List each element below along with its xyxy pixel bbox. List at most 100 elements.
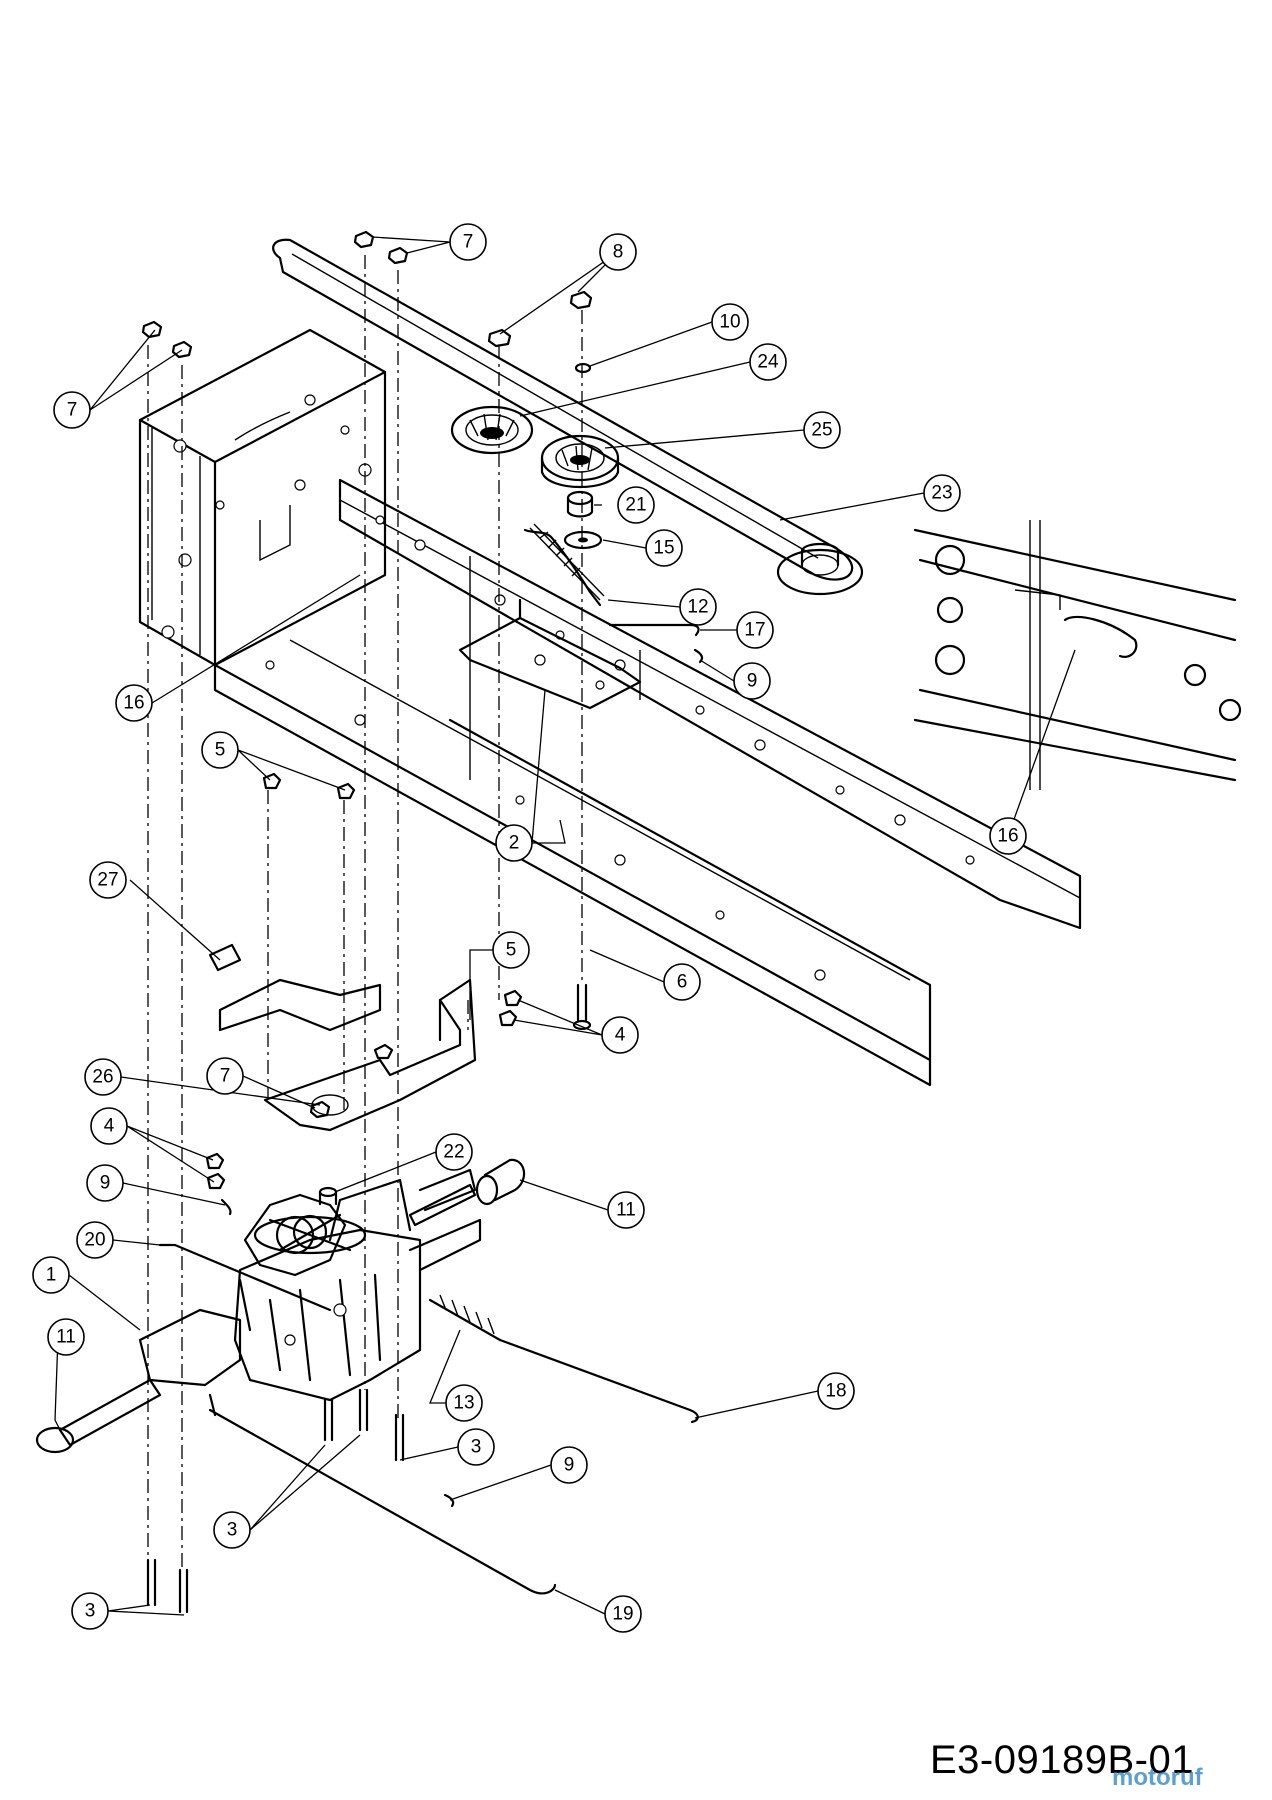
callout-2: 2 [495,824,533,862]
svg-text:6: 6 [677,972,688,993]
fan [243,1193,347,1277]
nut-7-lower [309,1100,331,1119]
callout-26: 26 [84,1058,122,1096]
svg-text:5: 5 [215,740,226,761]
callout-5-upper: 5 [201,731,239,769]
callout-19: 19 [604,1595,642,1633]
nut-7-left [141,320,193,359]
svg-text:25: 25 [811,420,832,441]
transaxle-mount-bracket [263,978,477,1132]
svg-text:16: 16 [997,826,1018,847]
bolt-6 [572,983,592,1031]
svg-text:8: 8 [613,242,624,263]
transaxle-1 [35,1168,482,1454]
svg-text:21: 21 [625,495,646,516]
callout-25: 25 [803,411,841,449]
svg-text:23: 23 [931,483,952,504]
callout-23: 23 [923,474,961,512]
screws-4-left [205,1152,226,1190]
rod-17 [608,623,700,637]
callout-7-top: 7 [449,223,487,261]
callout-7-lower: 7 [206,1057,244,1095]
svg-text:20: 20 [84,1230,105,1251]
svg-text:3: 3 [471,1437,482,1458]
rod-20 [158,1243,332,1312]
callout-4-right: 4 [601,1016,639,1054]
svg-text:3: 3 [85,1601,96,1622]
callout-18: 18 [817,1372,855,1410]
callout-9-upper: 9 [733,662,771,700]
svg-text:9: 9 [564,1455,575,1476]
watermark-logo: motoruf [1112,1764,1203,1791]
nut-8-left [487,328,512,348]
svg-text:24: 24 [757,352,779,373]
tension-spring-12 [523,523,605,607]
svg-text:18: 18 [825,1381,846,1402]
svg-text:16: 16 [123,693,144,714]
callout-7-left: 7 [53,391,91,429]
callout-12: 12 [679,588,717,626]
svg-text:19: 19 [612,1604,633,1625]
svg-text:7: 7 [463,232,474,253]
callout-24: 24 [749,343,787,381]
svg-text:2: 2 [509,833,520,854]
callout-4-left: 4 [90,1107,128,1145]
drawing-code: E3-09189B-01 [930,1738,1194,1782]
leader-lines [54,236,1076,1616]
callout-20: 20 [76,1221,114,1259]
idler-pulley-24 [450,405,534,455]
nut-8-right [569,290,593,310]
callout-13: 13 [445,1384,483,1422]
svg-text:26: 26 [92,1067,113,1088]
spacer-21 [566,490,594,518]
screws-4-right [498,989,523,1027]
svg-text:15: 15 [653,538,674,559]
svg-text:7: 7 [220,1066,231,1087]
rod-19 [208,1393,557,1595]
callout-22: 22 [435,1133,473,1171]
callout-9-mid: 9 [86,1164,124,1202]
rear-frame-inset [913,520,1242,790]
engine-pulley [776,542,864,596]
callout-21: 21 [617,486,655,524]
left-frame-rail [213,478,1082,1087]
bolts-3 [146,1388,405,1614]
callout-16-right: 16 [989,817,1027,855]
svg-text:7: 7 [67,400,78,421]
callout-6: 6 [663,963,701,1001]
bracket-27 [208,943,382,1032]
spring-13 [428,1294,502,1342]
svg-text:4: 4 [104,1116,115,1137]
callout-3-bottom: 3 [71,1592,109,1630]
callout-9-lower: 9 [550,1446,588,1484]
assembly-centerlines [147,255,583,1570]
svg-text:27: 27 [97,870,118,891]
svg-text:11: 11 [56,1327,76,1348]
svg-text:11: 11 [616,1200,636,1221]
svg-text:3: 3 [227,1520,238,1541]
idler-bracket-2 [458,598,642,710]
svg-text:10: 10 [719,312,740,333]
idler-pulley-25 [540,434,620,488]
callout-11-left: 11 [47,1318,85,1356]
screws-5-upper [262,772,356,800]
callout-5-lower: 5 [492,931,530,969]
rod-18 [498,1338,699,1424]
svg-text:17: 17 [744,620,765,641]
callout-16-left: 16 [115,684,153,722]
svg-text:9: 9 [100,1173,111,1194]
callout-17: 17 [736,611,774,649]
callout-15: 15 [645,529,683,567]
callout-10: 10 [711,303,749,341]
rear-frame-plate [138,328,387,667]
svg-text:13: 13 [453,1393,474,1414]
washer-15 [563,530,603,550]
drive-belt [272,238,854,581]
nut-7-top [353,230,409,265]
svg-text:4: 4 [615,1025,626,1046]
svg-text:9: 9 [747,671,758,692]
screw-5-lower [373,1043,394,1060]
callout-1: 1 [32,1256,70,1294]
callout-27: 27 [89,861,127,899]
